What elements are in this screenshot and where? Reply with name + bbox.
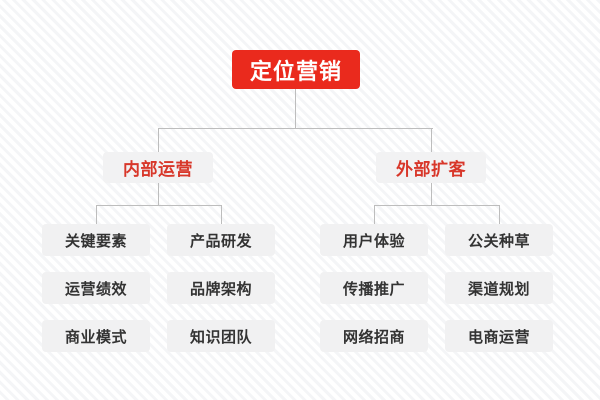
connector-right-branch-stem [431,183,432,205]
leaf-node[interactable]: 用户体验 [320,224,428,256]
connector-right-col1-drop [374,205,375,224]
root-node[interactable]: 定位营销 [232,50,360,89]
leaf-node[interactable]: 传播推广 [320,272,428,304]
leaf-node[interactable]: 渠道规划 [445,272,553,304]
connector-left-branch-stem [158,183,159,205]
leaf-node[interactable]: 产品研发 [167,224,275,256]
leaf-node[interactable]: 运营绩效 [42,272,150,304]
leaf-node[interactable]: 公关种草 [445,224,553,256]
branch-node-external-acquisition[interactable]: 外部扩客 [376,152,486,183]
connector-right-branch-bus [374,205,499,206]
connector-left-col1-drop [96,205,97,224]
leaf-node[interactable]: 电商运营 [445,320,553,352]
connector-root-stem [295,89,296,128]
leaf-node[interactable]: 商业模式 [42,320,150,352]
connector-level2-right-drop [431,128,432,152]
connector-left-branch-bus [96,205,221,206]
branch-node-internal-operations[interactable]: 内部运营 [103,152,213,183]
leaf-node[interactable]: 关键要素 [42,224,150,256]
leaf-node[interactable]: 网络招商 [320,320,428,352]
connector-right-col2-drop [499,205,500,224]
connector-level2-left-drop [158,128,159,152]
connector-left-col2-drop [221,205,222,224]
leaf-node[interactable]: 品牌架构 [167,272,275,304]
connector-level2-bus [158,128,433,129]
leaf-node[interactable]: 知识团队 [167,320,275,352]
